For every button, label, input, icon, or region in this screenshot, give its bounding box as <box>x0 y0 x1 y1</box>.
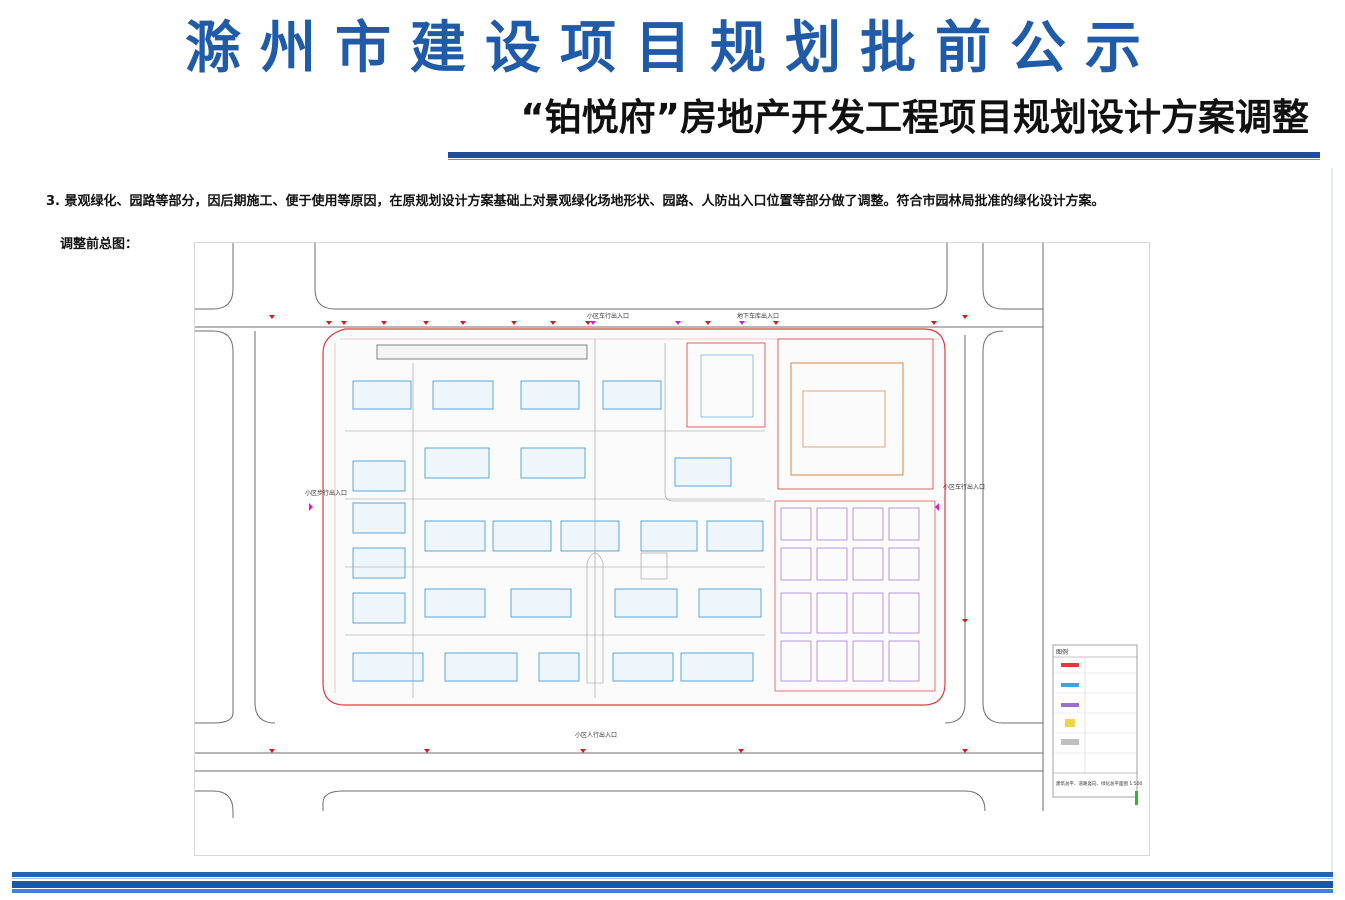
residential-buildings <box>352 344 764 682</box>
site-plan-drawing: 小区车行出入口 地下车库出入口 小区步行出入口 小区车行出入口 小区人行出入口 <box>194 242 1150 856</box>
townhouse-block <box>774 500 936 692</box>
site-plan-svg: 小区车行出入口 地下车库出入口 小区步行出入口 小区车行出入口 小区人行出入口 <box>195 243 1143 818</box>
title-underline-thin <box>448 159 1320 160</box>
title-underline <box>448 152 1320 158</box>
north-vehicle-entrance-label: 地下车库出入口 <box>737 312 779 320</box>
school-block <box>686 338 934 490</box>
drawing-legend: 图例 建筑总平、道路竖向、绿化总平面图 1:500 <box>1052 644 1143 805</box>
south-entrance-label: 小区人行出入口 <box>575 731 617 739</box>
north-pedestrian-entrance-label: 小区车行出入口 <box>587 312 629 320</box>
internal-roads <box>345 339 771 698</box>
footer-stripe-2 <box>12 878 1333 879</box>
notice-title: 滁州市建设项目规划批前公示 <box>185 16 1160 81</box>
project-subtitle: “铂悦府”房地产开发工程项目规划设计方案调整 <box>520 96 1309 139</box>
legend-note: 建筑总平、道路竖向、绿化总平面图 1:500 <box>1056 780 1143 787</box>
east-entrance-label: 小区车行出入口 <box>943 483 985 491</box>
red-markers <box>269 315 968 753</box>
footer-stripe-3 <box>12 881 1333 888</box>
magenta-markers <box>309 321 939 511</box>
page-right-border <box>1331 168 1333 873</box>
footer-stripe-4 <box>12 889 1333 893</box>
surrounding-roads <box>195 243 1044 818</box>
before-adjustment-label: 调整前总图： <box>60 237 139 252</box>
adjustment-description: 3. 景观绿化、园路等部分，因后期施工、便于使用等原因，在原规划设计方案基础上对… <box>46 194 1105 209</box>
legend-title: 图例 <box>1056 648 1068 656</box>
west-entrance-label: 小区步行出入口 <box>305 489 347 497</box>
footer-stripe-1 <box>12 872 1333 877</box>
